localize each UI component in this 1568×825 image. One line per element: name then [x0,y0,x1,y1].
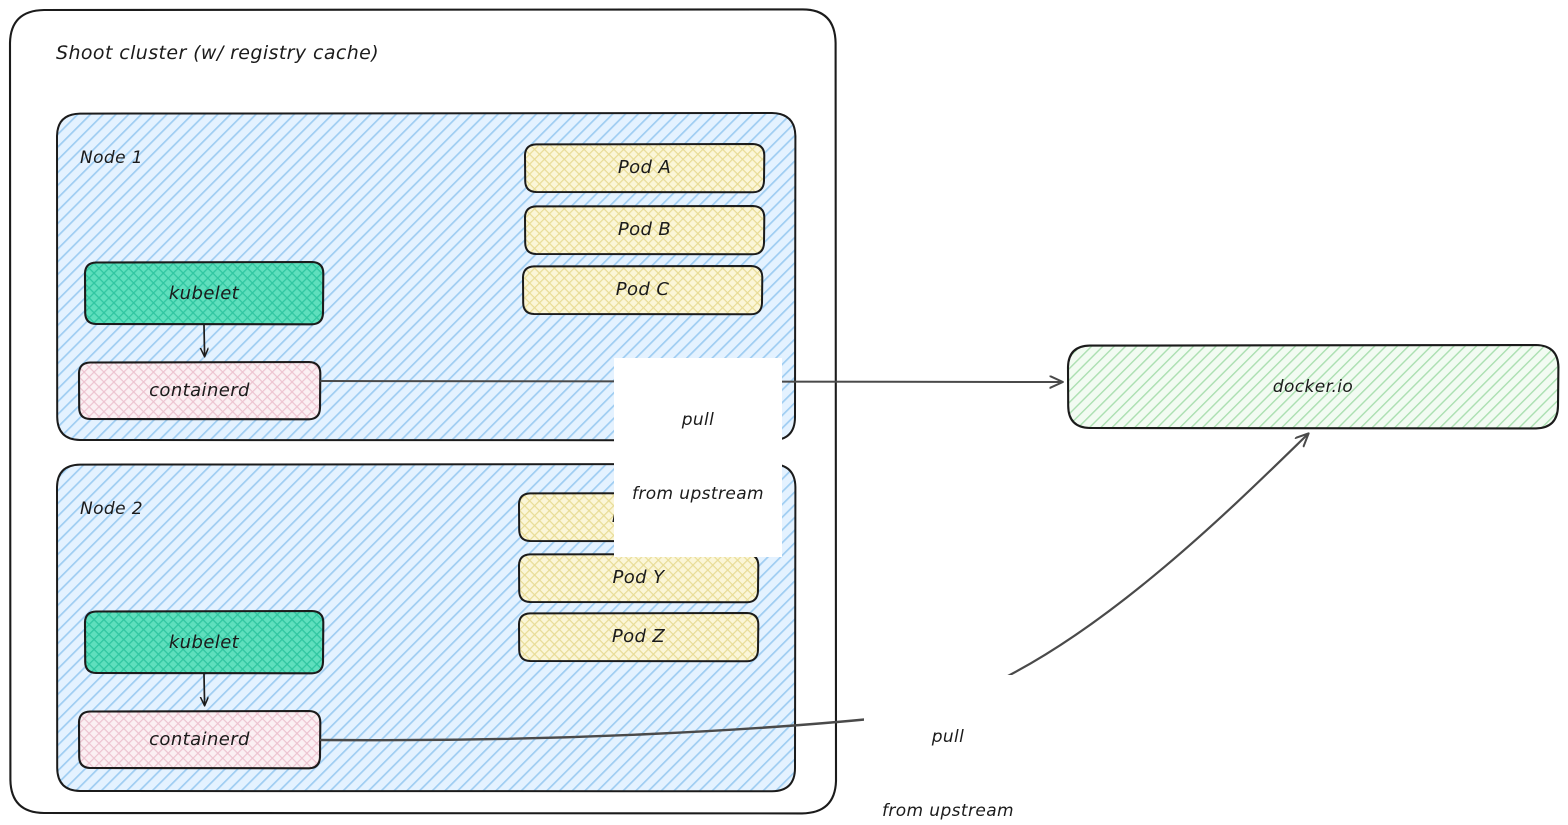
containerd-box-node-1[interactable] [77,360,322,421]
pod-box-c[interactable] [522,265,764,316]
kubelet-box-node-2[interactable] [83,609,325,675]
edge-containerd-1-to-docker-io [320,381,1062,382]
containerd-box-node-2[interactable] [77,709,322,770]
pod-box-x[interactable] [518,492,760,543]
edge-containerd-2-to-docker-io [319,434,1308,742]
registry-box-docker-io[interactable] [1066,343,1560,430]
pod-box-b[interactable] [524,205,766,256]
pod-box-z[interactable] [518,612,760,663]
kubelet-box-node-1[interactable] [83,260,325,326]
pod-box-y[interactable] [518,553,760,604]
node-2-box [56,463,797,793]
pod-box-a[interactable] [524,143,766,194]
edge-kubelet-containerd-node-1 [204,324,205,356]
edge-kubelet-containerd-node-2 [204,673,205,705]
